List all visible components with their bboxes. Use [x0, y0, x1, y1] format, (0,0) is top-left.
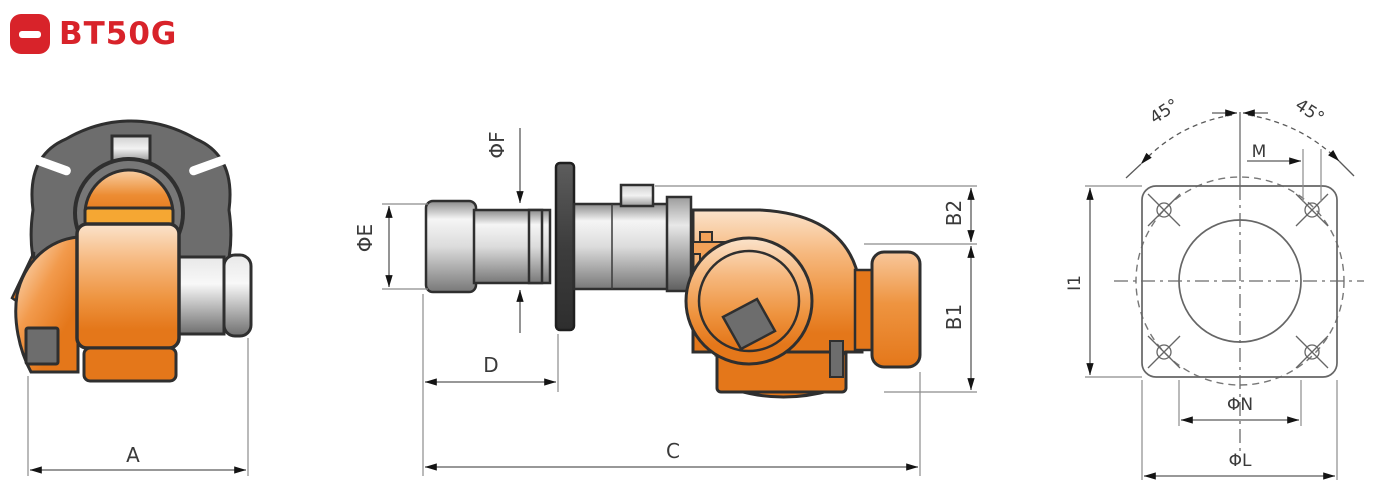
angle-label-right: 45°	[1291, 95, 1327, 128]
ignition-block	[619, 183, 655, 208]
dim-label-phi-n: ΦN	[1227, 395, 1253, 415]
front-view: A	[10, 119, 253, 476]
dim-label-m: M	[1252, 142, 1267, 162]
dim-label-phi-e: ΦE	[353, 224, 377, 252]
blast-tube-cap	[222, 253, 253, 338]
angle-arc-left	[1140, 114, 1233, 165]
minus-badge-icon	[10, 14, 50, 54]
dim-label-b2: B2	[942, 200, 966, 226]
page-title: BT50G	[59, 16, 178, 52]
dim-label-a: A	[126, 443, 140, 467]
bolt-hole-top-right	[1295, 193, 1329, 227]
fan-cover-inner	[697, 249, 801, 353]
angle-label-left: 45°	[1146, 95, 1182, 128]
side-view: ΦF ΦE D C B2 B1	[353, 128, 977, 476]
housing-slot-left	[32, 155, 71, 176]
tube-end-cap	[424, 199, 478, 294]
control-box	[870, 250, 922, 369]
bolt-hole-bottom-right	[1295, 335, 1329, 369]
front-body	[75, 222, 181, 350]
tube-rear	[572, 202, 672, 291]
nameplate-diamond	[721, 297, 777, 351]
dim-label-i1: I1	[1065, 275, 1085, 291]
angle-arc-right	[1247, 114, 1340, 162]
dim-label-phi-l: ΦL	[1229, 451, 1252, 471]
motor-plate	[24, 326, 60, 366]
fan-cover-outer	[684, 236, 814, 366]
tube-ring	[527, 208, 544, 285]
front-base	[82, 346, 178, 383]
hinge-tab	[829, 340, 844, 378]
flange-view: 45° 45° M I1 ΦN ΦL	[1065, 95, 1364, 480]
housing-slot-right	[189, 155, 228, 176]
blast-tube-front	[176, 255, 226, 336]
flange-disc	[554, 161, 576, 332]
dim-label-b1: B1	[942, 304, 966, 330]
dim-label-d: D	[483, 353, 498, 377]
bolt-hole-top-left	[1147, 193, 1181, 227]
tube-collar	[665, 195, 693, 293]
dim-label-c: C	[666, 439, 680, 463]
dim-label-phi-f: ΦF	[485, 131, 509, 158]
bolt-hole-bottom-left	[1147, 335, 1181, 369]
title-bar: BT50G	[10, 14, 177, 54]
minus-icon	[19, 30, 41, 38]
